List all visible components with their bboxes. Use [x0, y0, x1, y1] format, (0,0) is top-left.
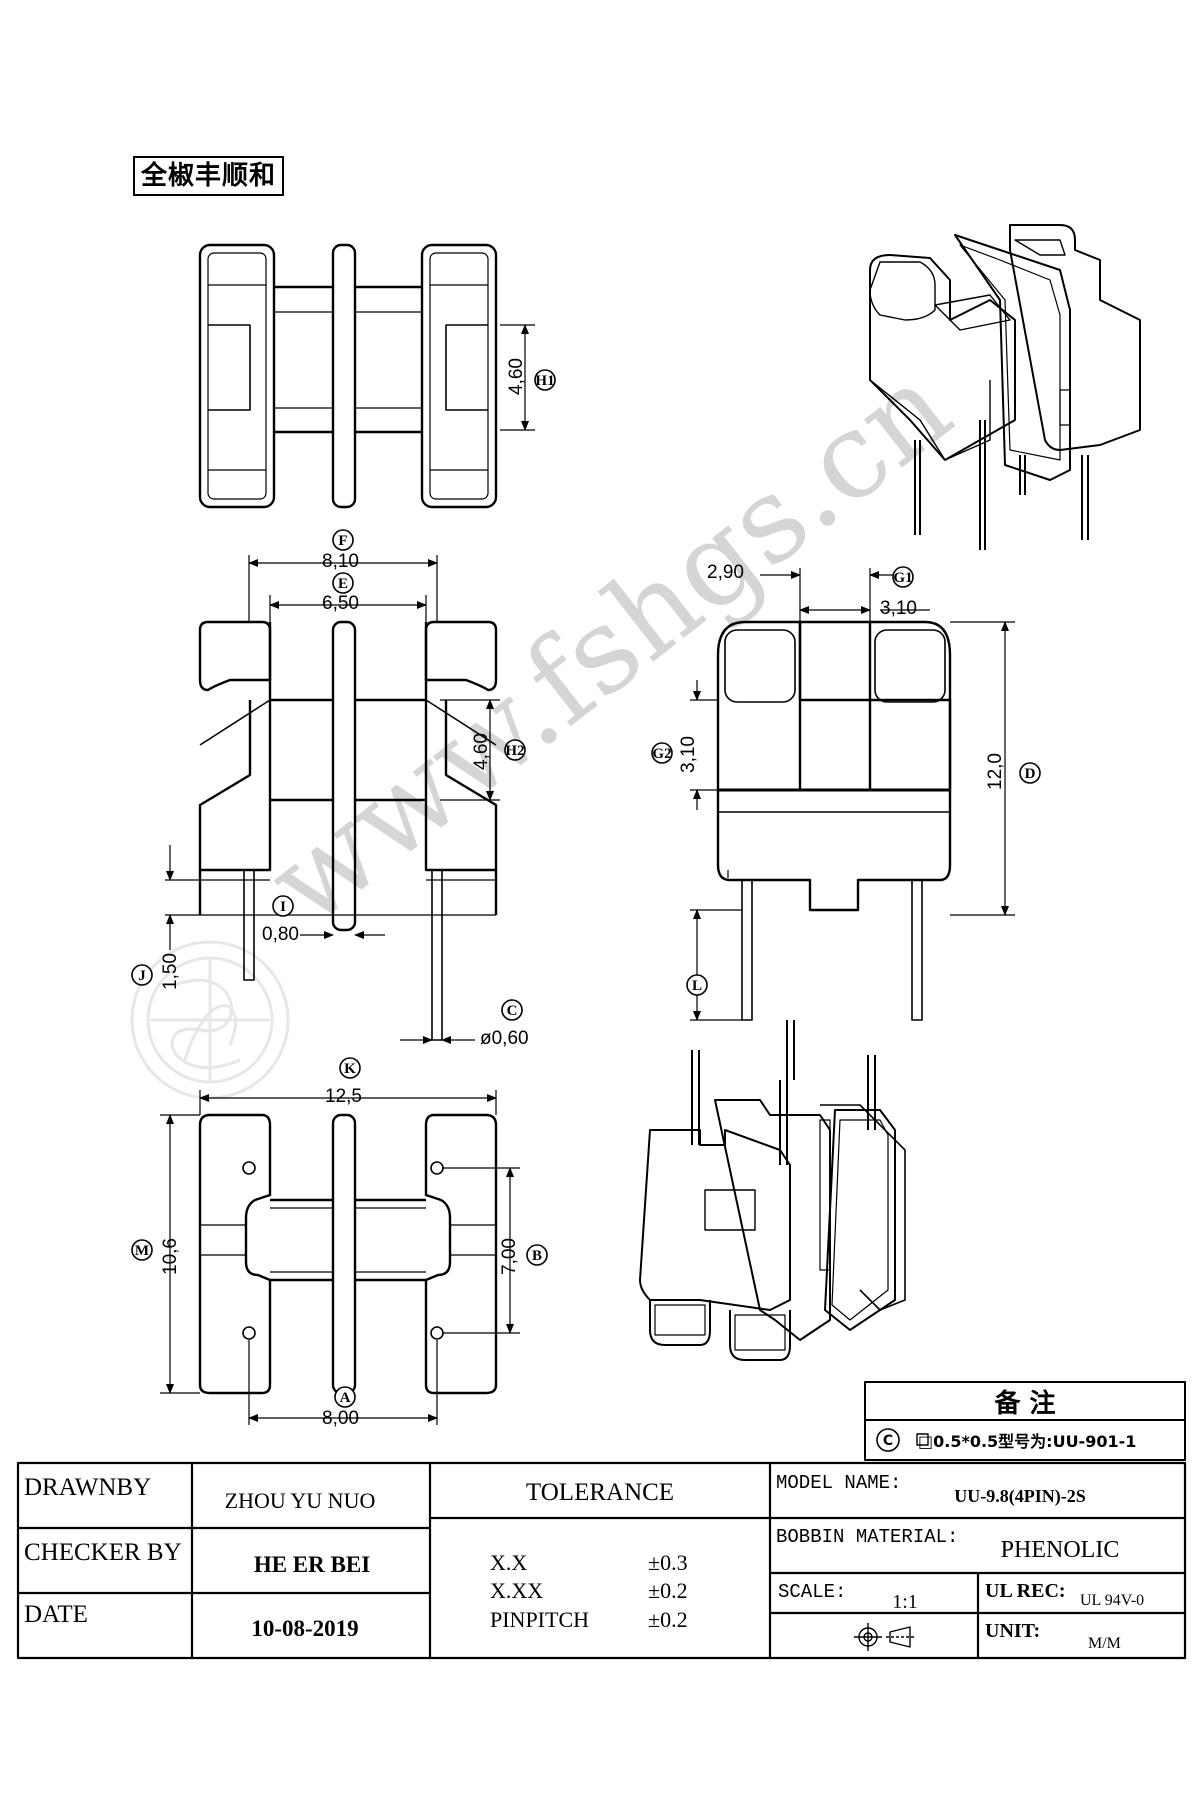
marker-g2: G2	[651, 742, 673, 764]
svg-text:I: I	[280, 899, 286, 915]
dim-k-value: 12,5	[325, 1086, 362, 1107]
svg-text:G1: G1	[893, 570, 912, 586]
marker-k: K	[339, 1057, 361, 1079]
dimension-values: 4,60 8,10 6,50 4,60 0,80 1,50 ø0,60 2,90…	[160, 358, 1006, 1429]
material-label: BOBBIN MATERIAL:	[776, 1526, 958, 1548]
dim-j-value: 1,50	[160, 953, 181, 990]
dim-h1	[500, 324, 535, 431]
front-view-dims	[165, 555, 500, 1044]
date-value: 10-08-2019	[251, 1616, 358, 1641]
front-view	[198, 620, 498, 1041]
marker-h2: H2	[504, 739, 526, 761]
drawnby-value: ZHOU YU NUO	[225, 1488, 376, 1513]
watermark-text: www.fshgs.cn	[242, 337, 975, 952]
title-block	[16, 1461, 1187, 1660]
dim-a-value: 8,00	[322, 1408, 359, 1429]
notes-marker: C	[883, 1433, 893, 1449]
marker-e: E	[332, 572, 354, 594]
dim-m-value: 10,6	[160, 1238, 181, 1275]
watermark-logo	[130, 940, 290, 1100]
title-block-text: DRAWNBY ZHOU YU NUO CHECKER BY HE ER BEI…	[24, 1472, 1144, 1652]
bottom-view	[198, 1113, 498, 1395]
svg-text:K: K	[344, 1061, 356, 1077]
ul-value: UL 94V-0	[1080, 1592, 1144, 1609]
isometric-view-top	[869, 224, 1141, 550]
svg-text:C: C	[507, 1003, 518, 1019]
tol-pinpitch-value: ±0.2	[648, 1607, 688, 1632]
svg-text:D: D	[1025, 766, 1036, 782]
dimension-markers: H1 F E H2 I J C G1 G2 D L K M B A	[131, 369, 1041, 1408]
svg-text:L: L	[692, 978, 702, 994]
marker-c: C	[501, 999, 523, 1021]
unit-label: UNIT:	[985, 1620, 1040, 1642]
scale-label: SCALE:	[778, 1581, 846, 1603]
tol-xxx-value: ±0.2	[648, 1578, 688, 1603]
marker-b: B	[526, 1244, 548, 1266]
notes-text: 备 注 C □0.5*0.5型号为:UU-901-1	[883, 1388, 1137, 1451]
dim-i-value: 0,80	[262, 924, 299, 945]
isometric-view-bottom	[639, 1020, 906, 1361]
svg-text:A: A	[340, 1390, 351, 1406]
material-value: PHENOLIC	[1001, 1537, 1120, 1563]
svg-text:H1: H1	[535, 373, 554, 389]
marker-d: D	[1019, 762, 1041, 784]
marker-a: A	[334, 1386, 356, 1408]
notes-title: 备 注	[993, 1388, 1055, 1419]
model-value: UU-9.8(4PIN)-2S	[954, 1486, 1085, 1507]
marker-i: I	[272, 895, 294, 917]
marker-f: F	[332, 529, 354, 551]
company-name: 全椒丰顺和	[133, 156, 285, 196]
checker-label: CHECKER BY	[24, 1539, 182, 1566]
notes-box	[864, 1381, 1186, 1461]
dim-h1-value: 4,60	[506, 358, 527, 395]
ul-label: UL REC:	[985, 1580, 1066, 1602]
date-label: DATE	[24, 1601, 88, 1628]
svg-text:G2: G2	[652, 746, 671, 762]
marker-h1: H1	[534, 369, 556, 391]
marker-g1: G1	[892, 566, 914, 588]
svg-text:F: F	[338, 533, 347, 549]
notes-content: □0.5*0.5型号为:UU-901-1	[918, 1432, 1136, 1451]
tolerance-label: TOLERANCE	[526, 1479, 674, 1506]
dim-d-value: 12,0	[985, 753, 1006, 790]
unit-value: M/M	[1088, 1635, 1121, 1652]
dim-g2-value: 3,10	[678, 736, 699, 773]
model-label: MODEL NAME:	[776, 1472, 901, 1494]
dim-b-value: 7,00	[499, 1238, 520, 1275]
drawnby-label: DRAWNBY	[24, 1474, 151, 1501]
tol-xxx-label: X.XX	[490, 1578, 543, 1603]
svg-text:J: J	[138, 968, 146, 984]
marker-m: M	[131, 1239, 153, 1261]
scale-value: 1:1	[892, 1591, 918, 1613]
third-angle-projection-icon	[854, 1623, 914, 1651]
watermark: www.fshgs.cn	[130, 337, 975, 1100]
svg-text:M: M	[135, 1243, 149, 1259]
side-view	[716, 620, 952, 1021]
checker-value: HE ER BEI	[254, 1552, 370, 1577]
dim-e-value: 6,50	[322, 593, 359, 614]
dim-g1-right-value: 3,10	[880, 598, 917, 619]
tol-pinpitch-label: PINPITCH	[490, 1607, 589, 1632]
side-view-dims	[690, 568, 1015, 1021]
svg-text:B: B	[532, 1248, 542, 1264]
tol-xx-value: ±0.3	[648, 1550, 688, 1575]
tol-xx-label: X.X	[490, 1550, 527, 1575]
svg-text:E: E	[338, 576, 348, 592]
marker-j: J	[131, 964, 153, 986]
top-view	[198, 243, 498, 509]
dim-f-value: 8,10	[322, 551, 359, 572]
dim-h2-value: 4,60	[471, 733, 492, 770]
marker-l: L	[686, 974, 708, 996]
dim-g1-left-value: 2,90	[707, 562, 744, 583]
dim-c-value: ø0,60	[480, 1028, 529, 1049]
bottom-view-dims	[160, 1090, 520, 1425]
svg-text:H2: H2	[505, 743, 524, 759]
